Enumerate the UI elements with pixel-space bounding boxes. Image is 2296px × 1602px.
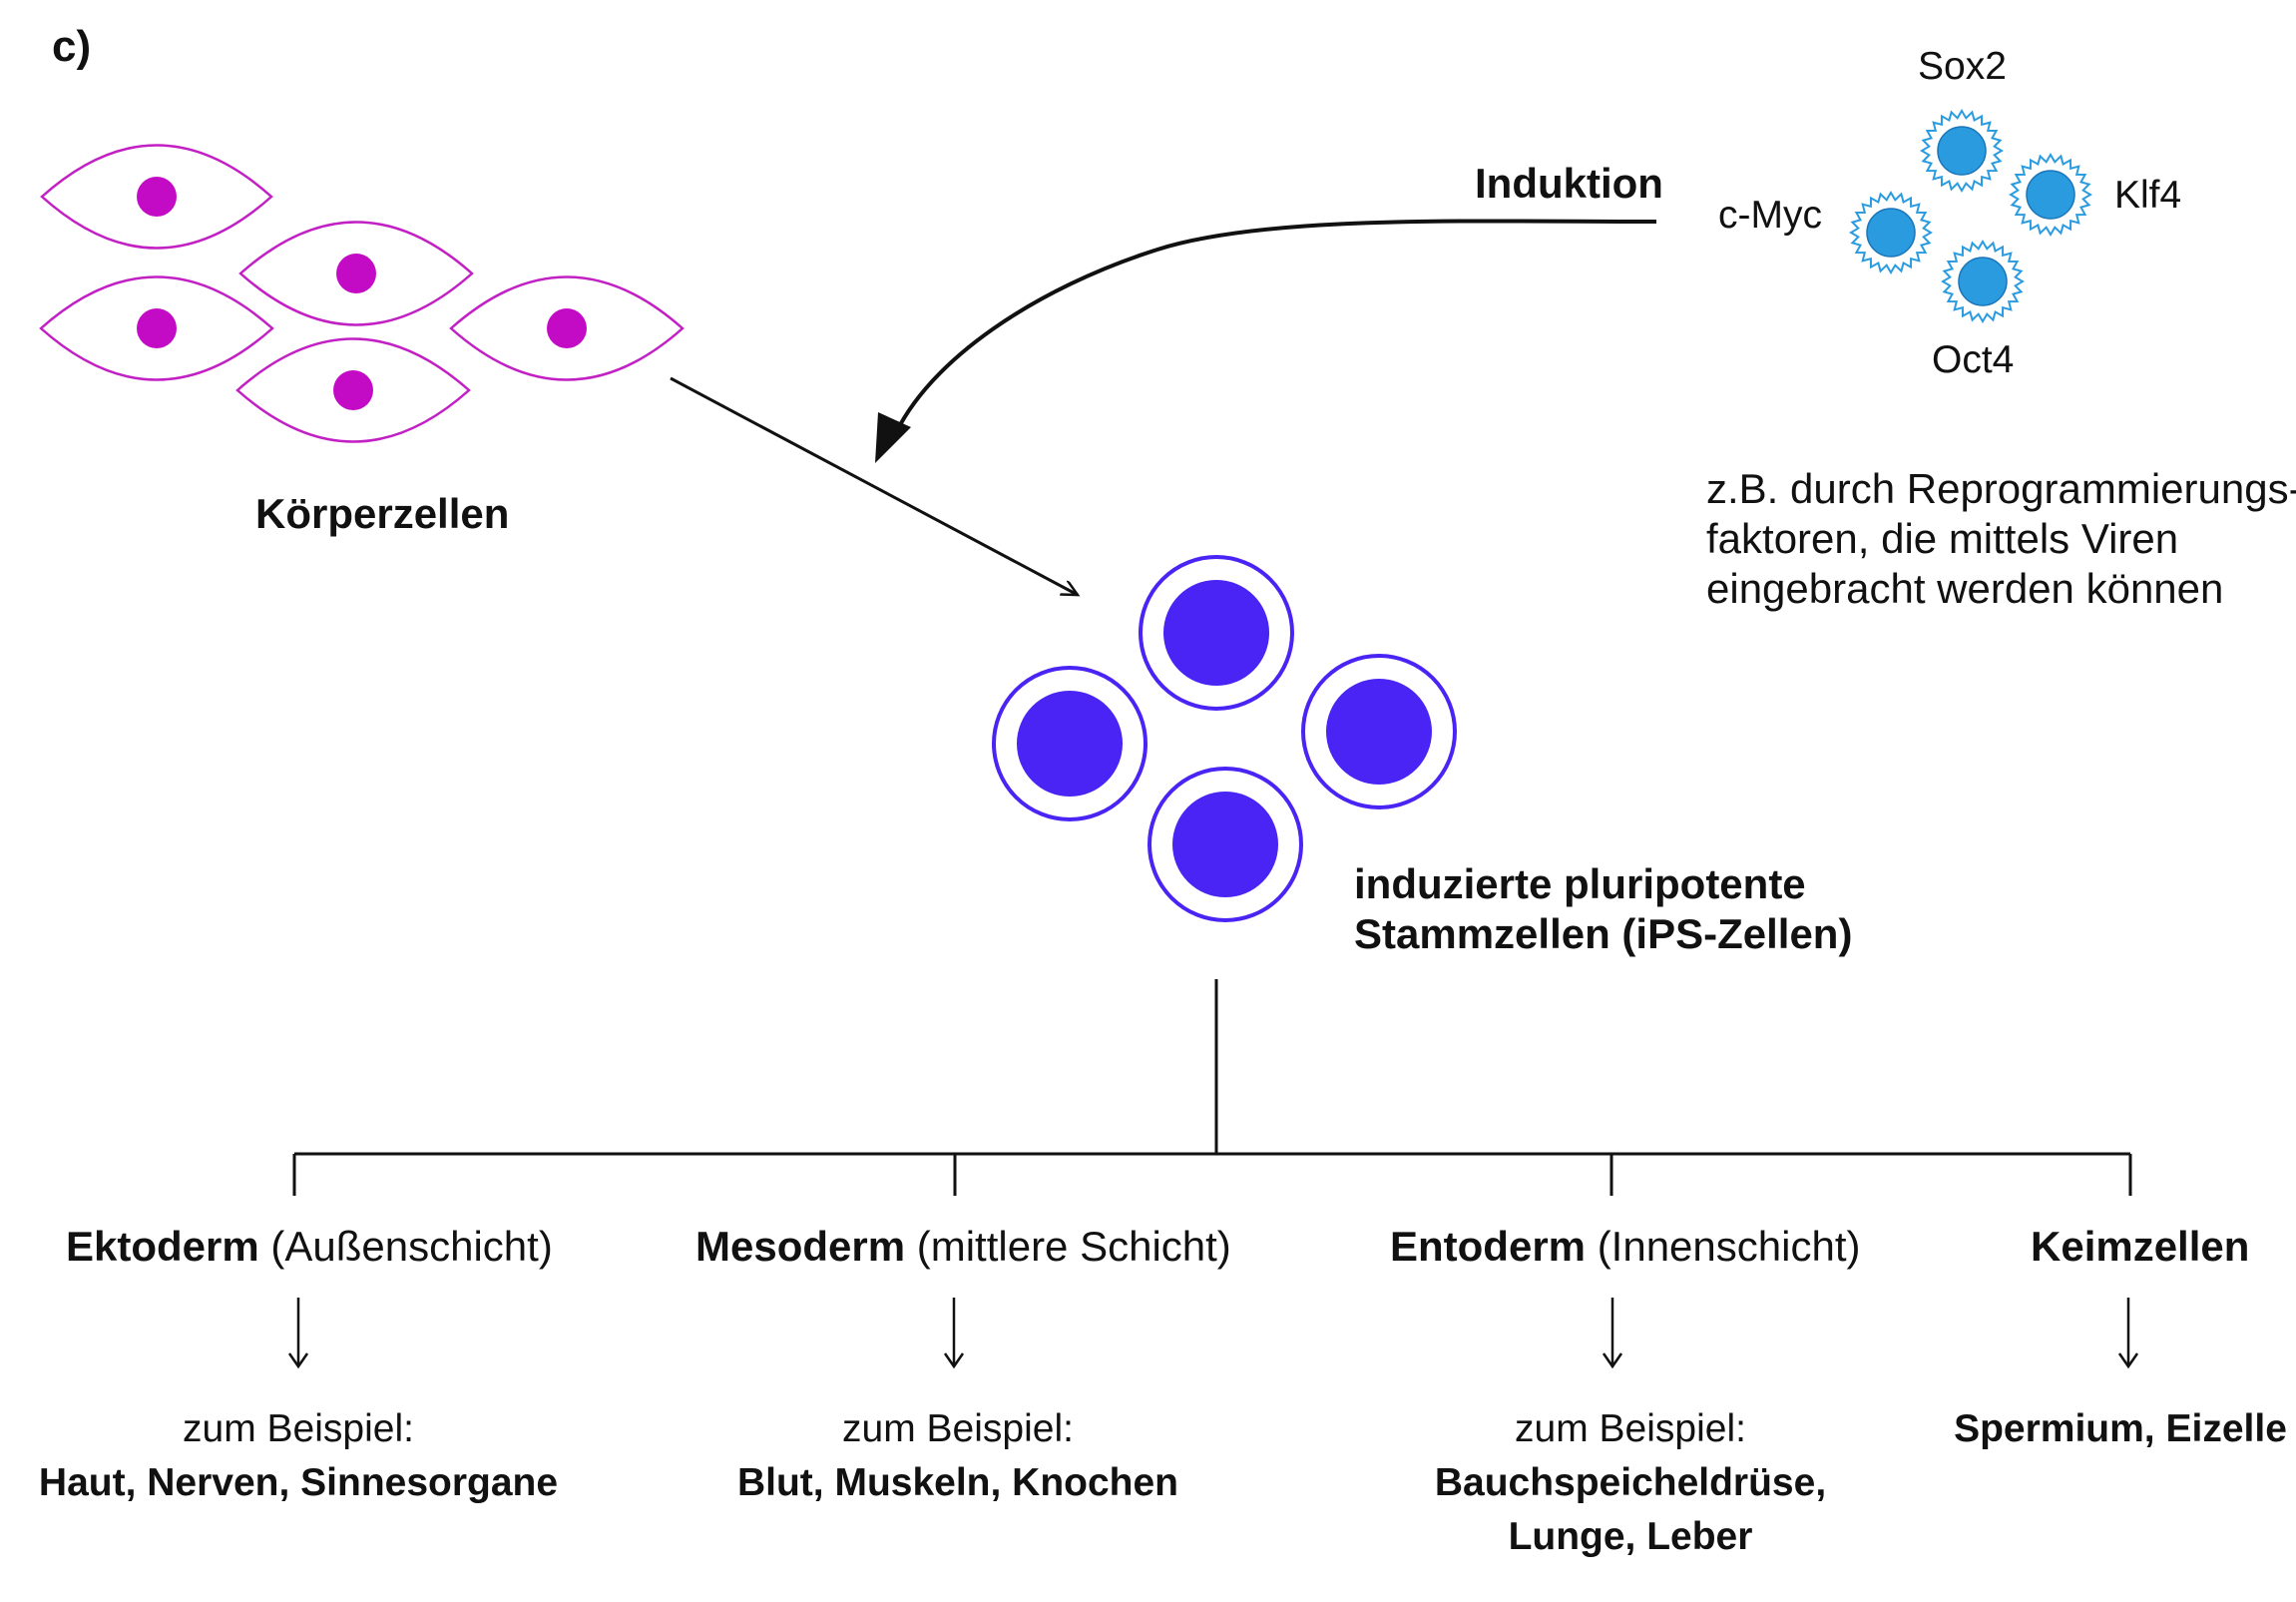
factor-particle-oct4 [1941, 240, 2025, 323]
ips-cell [992, 666, 1148, 821]
down-arrow-mesoderm [943, 1298, 965, 1369]
induction-label: Induktion [1475, 160, 1663, 207]
factor-label-cmyc: c-Myc [1718, 194, 1822, 237]
ips-label-line: induzierte pluripotente [1354, 860, 1806, 907]
examples-mesoderm: zum Beispiel: Blut, Muskeln, Knochen [659, 1402, 1257, 1510]
somatic-cell [238, 221, 474, 326]
examples-entoderm: zum Beispiel: Bauchspeicheldrüse, Lunge,… [1331, 1402, 1930, 1564]
somatic-cells [39, 144, 685, 443]
factor-particle-klf4 [2009, 153, 2092, 237]
examples-ektoderm: zum Beispiel: Haut, Nerven, Sinnesorgane [0, 1402, 597, 1510]
induction-note-line: faktoren, die mittels Viren [1706, 515, 2179, 562]
example-text: Bauchspeicheldrüse, [1434, 1461, 1827, 1504]
somatic-cell [449, 275, 685, 381]
example-intro: zum Beispiel: [842, 1407, 1074, 1450]
factor-particle-sox2 [1920, 109, 2004, 193]
somatic-cells-label: Körperzellen [255, 490, 510, 537]
lineage-tree [292, 979, 2132, 1196]
ips-label-line: Stammzellen (iPS-Zellen) [1354, 910, 1853, 957]
factor-particle-cmyc [1849, 191, 1933, 274]
branch-name: Entoderm [1390, 1223, 1587, 1270]
down-arrows [287, 1298, 2139, 1369]
induction-arrowhead [875, 412, 911, 463]
example-text: Haut, Nerven, Sinnesorgane [38, 1461, 559, 1504]
factor-label-oct4: Oct4 [1932, 338, 2015, 381]
induction-note: z.B. durch Reprogrammierungs- faktoren, … [1706, 464, 2296, 614]
branch-name: Keimzellen [2031, 1223, 2250, 1270]
factor-label-sox2: Sox2 [1918, 45, 2007, 88]
example-text: Blut, Muskeln, Knochen [736, 1461, 1179, 1504]
ips-cells-label: induzierte pluripotente Stammzellen (iPS… [1354, 859, 1852, 959]
branch-header-mesoderm: Mesoderm (mittlere Schicht) [695, 1223, 1231, 1271]
down-arrow-keimzellen [2117, 1298, 2139, 1369]
down-arrow-entoderm [1602, 1298, 1623, 1369]
ips-cell [1148, 767, 1303, 922]
branch-name: Mesoderm [695, 1223, 906, 1270]
somatic-cell [40, 144, 273, 250]
factor-particles [1849, 109, 2092, 323]
factor-label-klf4: Klf4 [2114, 174, 2182, 217]
reprogramming-arrow [670, 376, 1078, 597]
branch-name: Ektoderm [66, 1223, 259, 1270]
induction-note-line: eingebracht werden können [1706, 565, 2224, 612]
branch-desc: (Außenschicht) [270, 1223, 553, 1270]
panel-label: c) [52, 22, 92, 71]
branch-desc: (mittlere Schicht) [916, 1223, 1231, 1270]
example-text: Spermium, Eizelle [1954, 1407, 2287, 1450]
example-intro: zum Beispiel: [1515, 1407, 1746, 1450]
example-intro: zum Beispiel: [183, 1407, 414, 1450]
induction-arrow [891, 219, 1657, 440]
ips-cell [1139, 555, 1294, 711]
branch-header-entoderm: Entoderm (Innenschicht) [1390, 1223, 1860, 1271]
somatic-cell [235, 337, 471, 443]
example-text: Lunge, Leber [1508, 1515, 1753, 1558]
ips-cells [992, 555, 1457, 922]
examples-keimzellen: Spermium, Eizelle [1946, 1402, 2295, 1456]
branch-header-keimzellen: Keimzellen [2031, 1223, 2249, 1271]
branch-header-ektoderm: Ektoderm (Außenschicht) [66, 1223, 553, 1271]
somatic-cell [39, 275, 274, 381]
branch-desc: (Innenschicht) [1597, 1223, 1861, 1270]
down-arrow-ektoderm [287, 1298, 309, 1369]
induction-note-line: z.B. durch Reprogrammierungs- [1706, 465, 2296, 512]
ips-cell [1301, 654, 1457, 809]
